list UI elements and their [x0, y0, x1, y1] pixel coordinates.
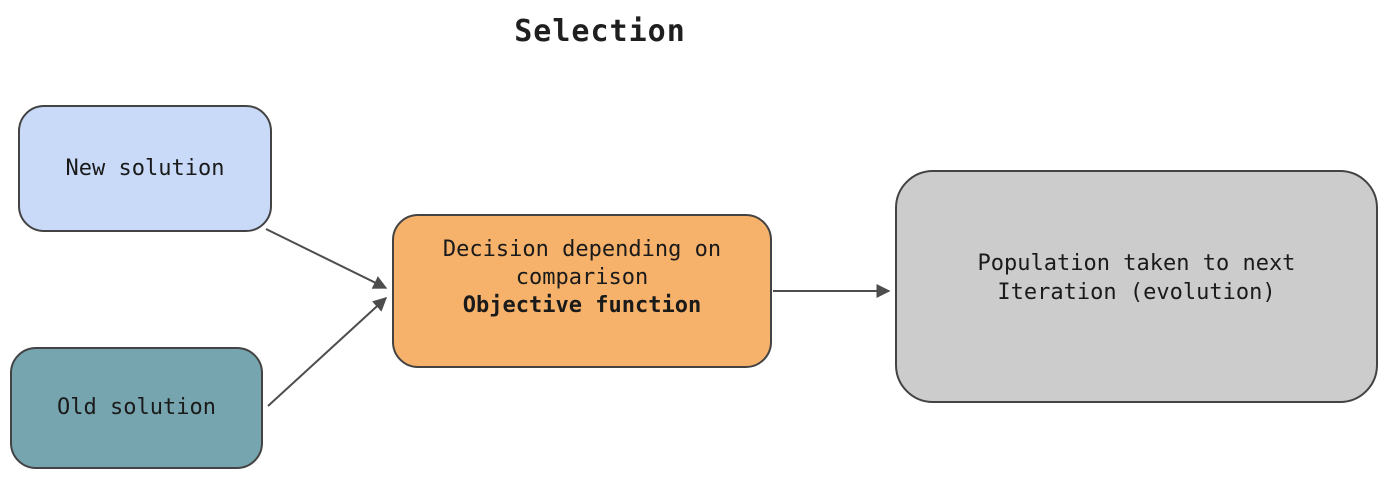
- node-decision-line1: Decision depending on: [442, 237, 722, 262]
- node-old-solution: Old solution: [10, 347, 263, 469]
- node-decision-bold-line: Objective function: [462, 293, 702, 318]
- node-population: Population taken to next Iteration (evol…: [895, 170, 1378, 403]
- node-population-line1: Population taken to next: [977, 250, 1296, 276]
- node-decision: Decision depending on comparison Objecti…: [392, 214, 772, 368]
- node-population-line2: Iteration (evolution): [997, 279, 1276, 305]
- node-new-solution: New solution: [18, 105, 272, 232]
- diagram-title: Selection: [514, 14, 686, 49]
- node-decision-line2: comparison: [515, 265, 649, 290]
- node-new-solution-label: New solution: [65, 155, 225, 181]
- arrow-new-to-decision: [265, 228, 388, 289]
- arrow-old-to-decision: [267, 297, 388, 407]
- node-old-solution-label: Old solution: [57, 395, 216, 420]
